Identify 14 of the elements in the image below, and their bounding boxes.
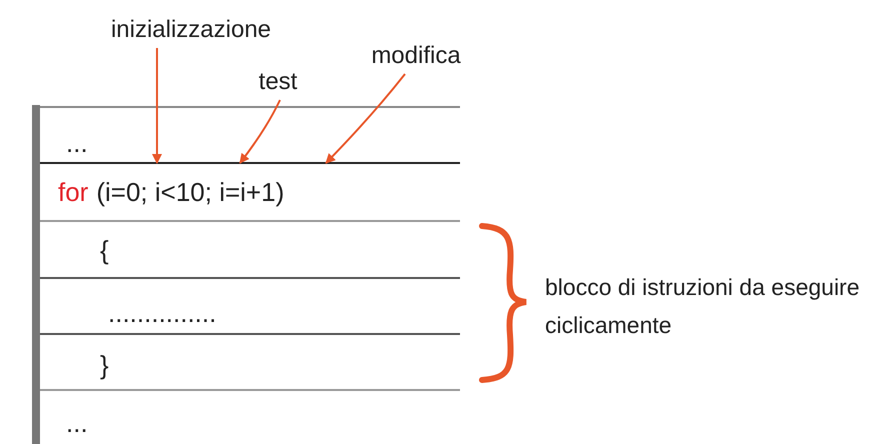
code-text: (i=0; i<10; i=i+1): [96, 177, 284, 207]
annotation-label: inizializzazione: [88, 12, 294, 48]
code-text: {: [100, 235, 109, 265]
ellipsis: ...............: [108, 298, 216, 328]
ellipsis: ...: [66, 128, 88, 158]
ellipsis: ...: [66, 408, 88, 438]
brace-label: blocco di istruzioni da eseguire ciclicamente: [545, 273, 861, 340]
annotation-label: modifica: [356, 38, 476, 74]
annotation-label: test: [246, 64, 310, 100]
arrow: [239, 100, 281, 164]
arrow: [152, 48, 162, 164]
code-text: }: [100, 350, 109, 380]
keyword: for: [58, 177, 88, 207]
arrow: [325, 73, 406, 164]
